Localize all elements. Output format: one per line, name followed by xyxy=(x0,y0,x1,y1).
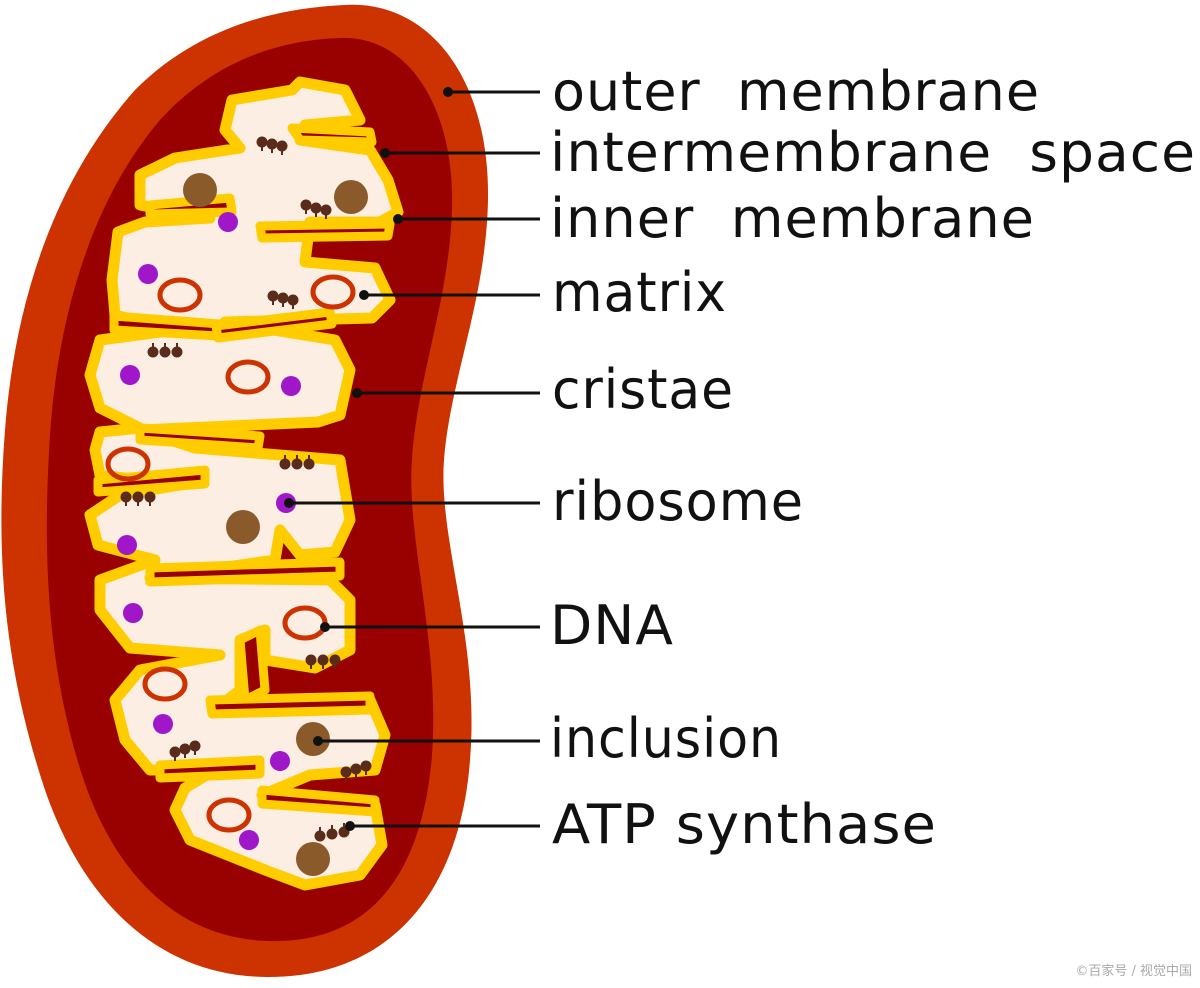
dna-ring xyxy=(105,446,151,482)
label-inclusion: inclusion xyxy=(550,707,782,770)
atp-synthase-cluster xyxy=(305,654,341,669)
ribosome-dot xyxy=(117,535,137,555)
inclusion-granule xyxy=(296,842,330,876)
atp-synthase-cluster xyxy=(169,740,201,761)
inclusions xyxy=(183,173,368,876)
ribosome-dot xyxy=(120,365,140,385)
cristae-folds xyxy=(93,123,395,817)
atp-synthase-cluster xyxy=(314,823,350,842)
atp-synthase-cluster xyxy=(279,455,315,470)
inclusion-granule xyxy=(226,510,260,544)
labels: outer membrane intermembrane space inner… xyxy=(550,60,1196,856)
label-cristae: cristae xyxy=(552,358,734,421)
atp-synthase-cluster xyxy=(120,491,156,506)
ribosome-dot xyxy=(218,212,238,232)
dna-ring xyxy=(157,277,203,313)
ribosome-dot xyxy=(270,751,290,771)
ribosome-dot xyxy=(239,830,259,850)
atp-synthase-cluster xyxy=(300,199,332,219)
atp-synthase-cluster xyxy=(147,343,183,358)
watermark-text: ©百家号 / 视觉中国 xyxy=(1075,963,1192,979)
label-outer-membrane: outer membrane xyxy=(552,60,1040,123)
atp-synthase-cluster xyxy=(267,290,299,309)
label-matrix: matrix xyxy=(552,261,727,324)
dna-ring xyxy=(310,274,356,310)
inclusion-granule xyxy=(183,173,217,207)
dna-rings xyxy=(105,274,356,833)
label-inner-membrane: inner membrane xyxy=(550,187,1035,250)
ribosome-dot xyxy=(153,714,173,734)
atp-synthase-cluster xyxy=(340,760,372,781)
label-atp-synthase: ATP synthase xyxy=(552,793,937,856)
label-intermembrane-space: intermembrane space xyxy=(550,121,1196,184)
dna-ring xyxy=(206,797,252,833)
inclusion-granule xyxy=(296,722,330,756)
ribosomes xyxy=(117,212,301,850)
atp-synthase-clusters xyxy=(120,136,372,842)
dna-ring xyxy=(225,359,271,395)
dna-ring xyxy=(142,666,188,702)
leader-lines xyxy=(284,87,540,831)
atp-synthase-cluster xyxy=(256,136,288,155)
label-dna: DNA xyxy=(550,594,674,657)
ribosome-dot xyxy=(281,376,301,396)
ribosome-dot xyxy=(123,603,143,623)
inclusion-granule xyxy=(334,180,368,214)
ribosome-dot xyxy=(138,264,158,284)
label-ribosome: ribosome xyxy=(552,470,804,533)
